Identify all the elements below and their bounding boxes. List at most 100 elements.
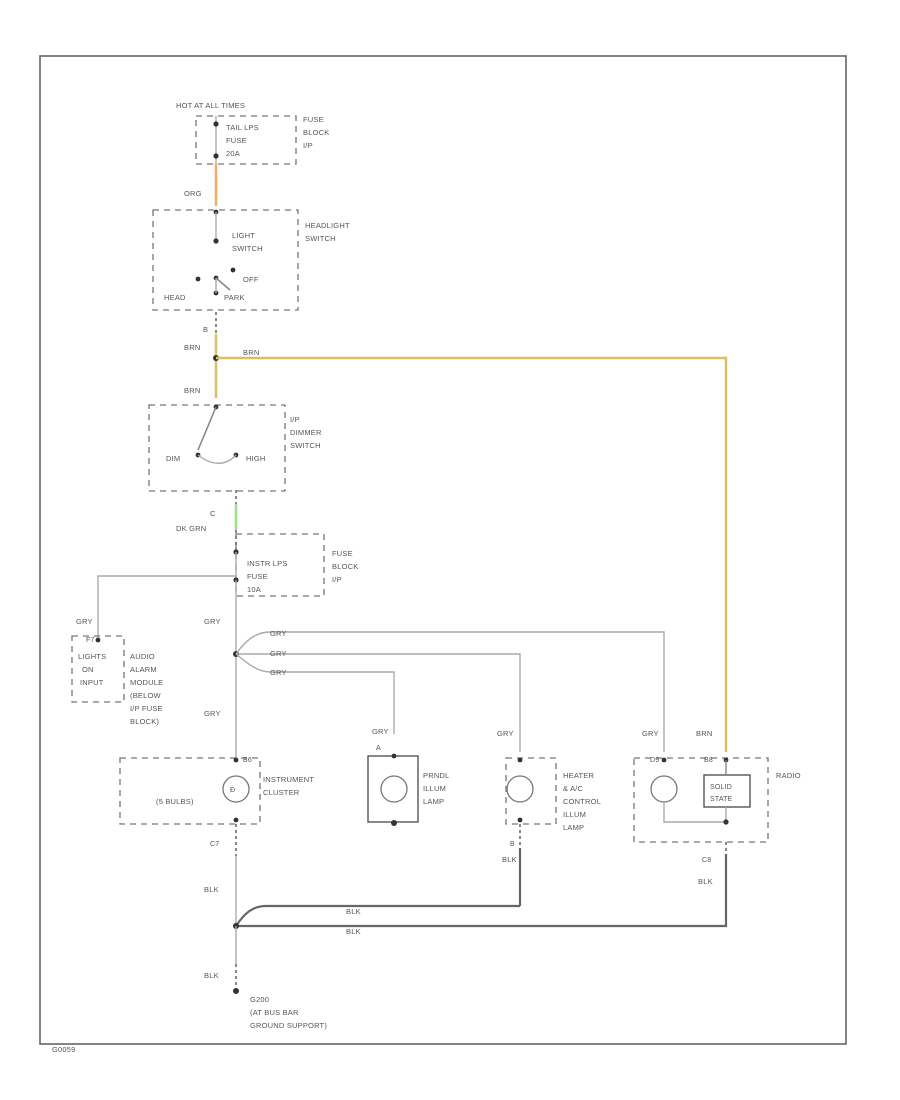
solid-state-label-2: STATE <box>710 796 733 803</box>
power-source-label: HOT AT ALL TIMES <box>176 101 245 110</box>
headlight-switch-name: HEADLIGHT <box>305 221 350 230</box>
fuse-block-top-label: FUSE <box>303 115 324 124</box>
figure-id: G0059 <box>52 1045 76 1054</box>
prndl-pin: A <box>376 745 381 752</box>
connector-b-label: B <box>203 325 208 334</box>
heater-name-5: LAMP <box>563 823 584 832</box>
radio-name: RADIO <box>776 771 801 780</box>
audio-alarm-box <box>71 635 125 703</box>
fuse-top-terminal <box>213 121 219 127</box>
solid-state-box <box>703 774 751 808</box>
cluster-pin-bottom: C7 <box>210 841 219 848</box>
wire-brown-to-radio <box>216 356 728 752</box>
fuse-top-name-2: FUSE <box>226 136 247 145</box>
switch-park-label: PARK <box>224 293 245 302</box>
dimmer-switch-blade <box>197 406 217 451</box>
radio-pin-gray: D9 <box>650 757 659 764</box>
light-switch-label-2: SWITCH <box>232 244 263 253</box>
prndl-name: PRNDL <box>423 771 449 780</box>
wire-gray-main-label: GRY <box>204 617 221 626</box>
fuse-mid-name: INSTR LPS <box>247 559 288 568</box>
heater-pin-bottom: B <box>510 841 515 848</box>
audio-alarm-name-3: MODULE <box>130 678 163 687</box>
audio-alarm-name-5: I/P FUSE <box>130 704 163 713</box>
diagram-frame <box>39 55 847 1045</box>
heater-wire-label: GRY <box>497 729 514 738</box>
wire-gray-branch-label-3: GRY <box>270 668 287 677</box>
heater-lamp-icon <box>506 775 534 803</box>
dimmer-switch-name: I/P <box>290 415 300 424</box>
wire-gray-branch-label-1: GRY <box>270 629 287 638</box>
ground-wire-label: BLK <box>204 971 219 980</box>
audio-alarm-input-label-3: INPUT <box>80 678 104 687</box>
fuse-top-rating: 20A <box>226 149 240 158</box>
headlight-switch-box <box>152 209 299 311</box>
switch-head-label: HEAD <box>164 293 186 302</box>
wire-brown-label-2: BRN <box>184 386 200 395</box>
heater-name-4: ILLUM <box>563 810 586 819</box>
fuse-block-top-label-2: BLOCK <box>303 128 329 137</box>
wire-gray-to-radio <box>235 631 665 752</box>
wire-black-radio-ground <box>236 854 728 928</box>
cluster-bulbs-label: (5 BULBS) <box>156 797 194 806</box>
dimmer-high-label: HIGH <box>246 454 266 463</box>
headlight-switch-name-2: SWITCH <box>305 234 336 243</box>
solid-state-label: SOLID <box>710 784 732 791</box>
light-switch-label: LIGHT <box>232 231 255 240</box>
ground-name: G200 <box>250 995 269 1004</box>
audio-alarm-name-4: (BELOW <box>130 691 162 700</box>
heater-name-2: & A/C <box>563 784 584 793</box>
wire-orange-label: ORG <box>184 189 202 198</box>
audio-alarm-name-6: BLOCK) <box>130 717 159 726</box>
radio-pin-brown: B8 <box>704 757 713 764</box>
wire-gray-to-audio-alarm <box>97 575 236 640</box>
ground-point <box>233 988 239 994</box>
wire-black-lower-label: BLK <box>346 927 361 936</box>
wire-black-heater-ground <box>235 904 520 927</box>
fuse-mid-rating: 10A <box>247 585 261 594</box>
dimmer-switch-name-3: SWITCH <box>290 441 321 450</box>
cluster-ground-wire-label: BLK <box>204 885 219 894</box>
cluster-pin-top: B6 <box>243 757 252 764</box>
wire-dark-green-label: DK GRN <box>176 524 206 533</box>
fuse-mid-name-2: FUSE <box>247 572 268 581</box>
headlight-switch-blade <box>215 277 231 291</box>
audio-alarm-input-label: LIGHTS <box>78 652 106 661</box>
switch-off-label: OFF <box>243 275 259 284</box>
connector-c-label: C <box>210 509 216 518</box>
audio-alarm-name: AUDIO <box>130 652 155 661</box>
ground-location-2: GROUND SUPPORT) <box>250 1021 327 1030</box>
fuse-block-top-label-3: I/P <box>303 141 313 150</box>
radio-lamp-icon <box>650 775 678 803</box>
wire-brown-label: BRN <box>184 343 200 352</box>
dimmer-switch-name-2: DIMMER <box>290 428 322 437</box>
wire-gray-main-label-2: GRY <box>204 709 221 718</box>
heater-name: HEATER <box>563 771 594 780</box>
heater-name-3: CONTROL <box>563 797 601 806</box>
wire-gray-to-heater <box>236 653 521 752</box>
dimmer-switch-box <box>148 404 286 492</box>
prndl-wire-label: GRY <box>372 727 389 736</box>
instrument-cluster-box <box>119 757 261 825</box>
fuse-block-mid-label-2: BLOCK <box>332 562 358 571</box>
prndl-name-3: LAMP <box>423 797 444 806</box>
dimmer-dim-label: DIM <box>166 454 180 463</box>
wire-gray-left-label: GRY <box>76 617 93 626</box>
prndl-name-2: ILLUM <box>423 784 446 793</box>
radio-gray-wire-label: GRY <box>642 729 659 738</box>
fuse-block-mid-label-3: I/P <box>332 575 342 584</box>
radio-box <box>633 757 769 843</box>
fuse-block-mid-label: FUSE <box>332 549 353 558</box>
fuse-box-top <box>195 115 297 165</box>
cluster-name-2: CLUSTER <box>263 788 300 797</box>
audio-alarm-name-2: ALARM <box>130 665 157 674</box>
wire-gray-branch-label-2: GRY <box>270 649 287 658</box>
wire-black-upper-label: BLK <box>346 907 361 916</box>
audio-alarm-input-label-2: ON <box>82 665 94 674</box>
radio-brown-wire-label: BRN <box>696 729 712 738</box>
heater-ground-wire-label: BLK <box>502 855 517 864</box>
cluster-name: INSTRUMENT <box>263 775 314 784</box>
wire-gray-to-prndl <box>235 653 395 734</box>
heater-lamp-box <box>505 757 557 825</box>
